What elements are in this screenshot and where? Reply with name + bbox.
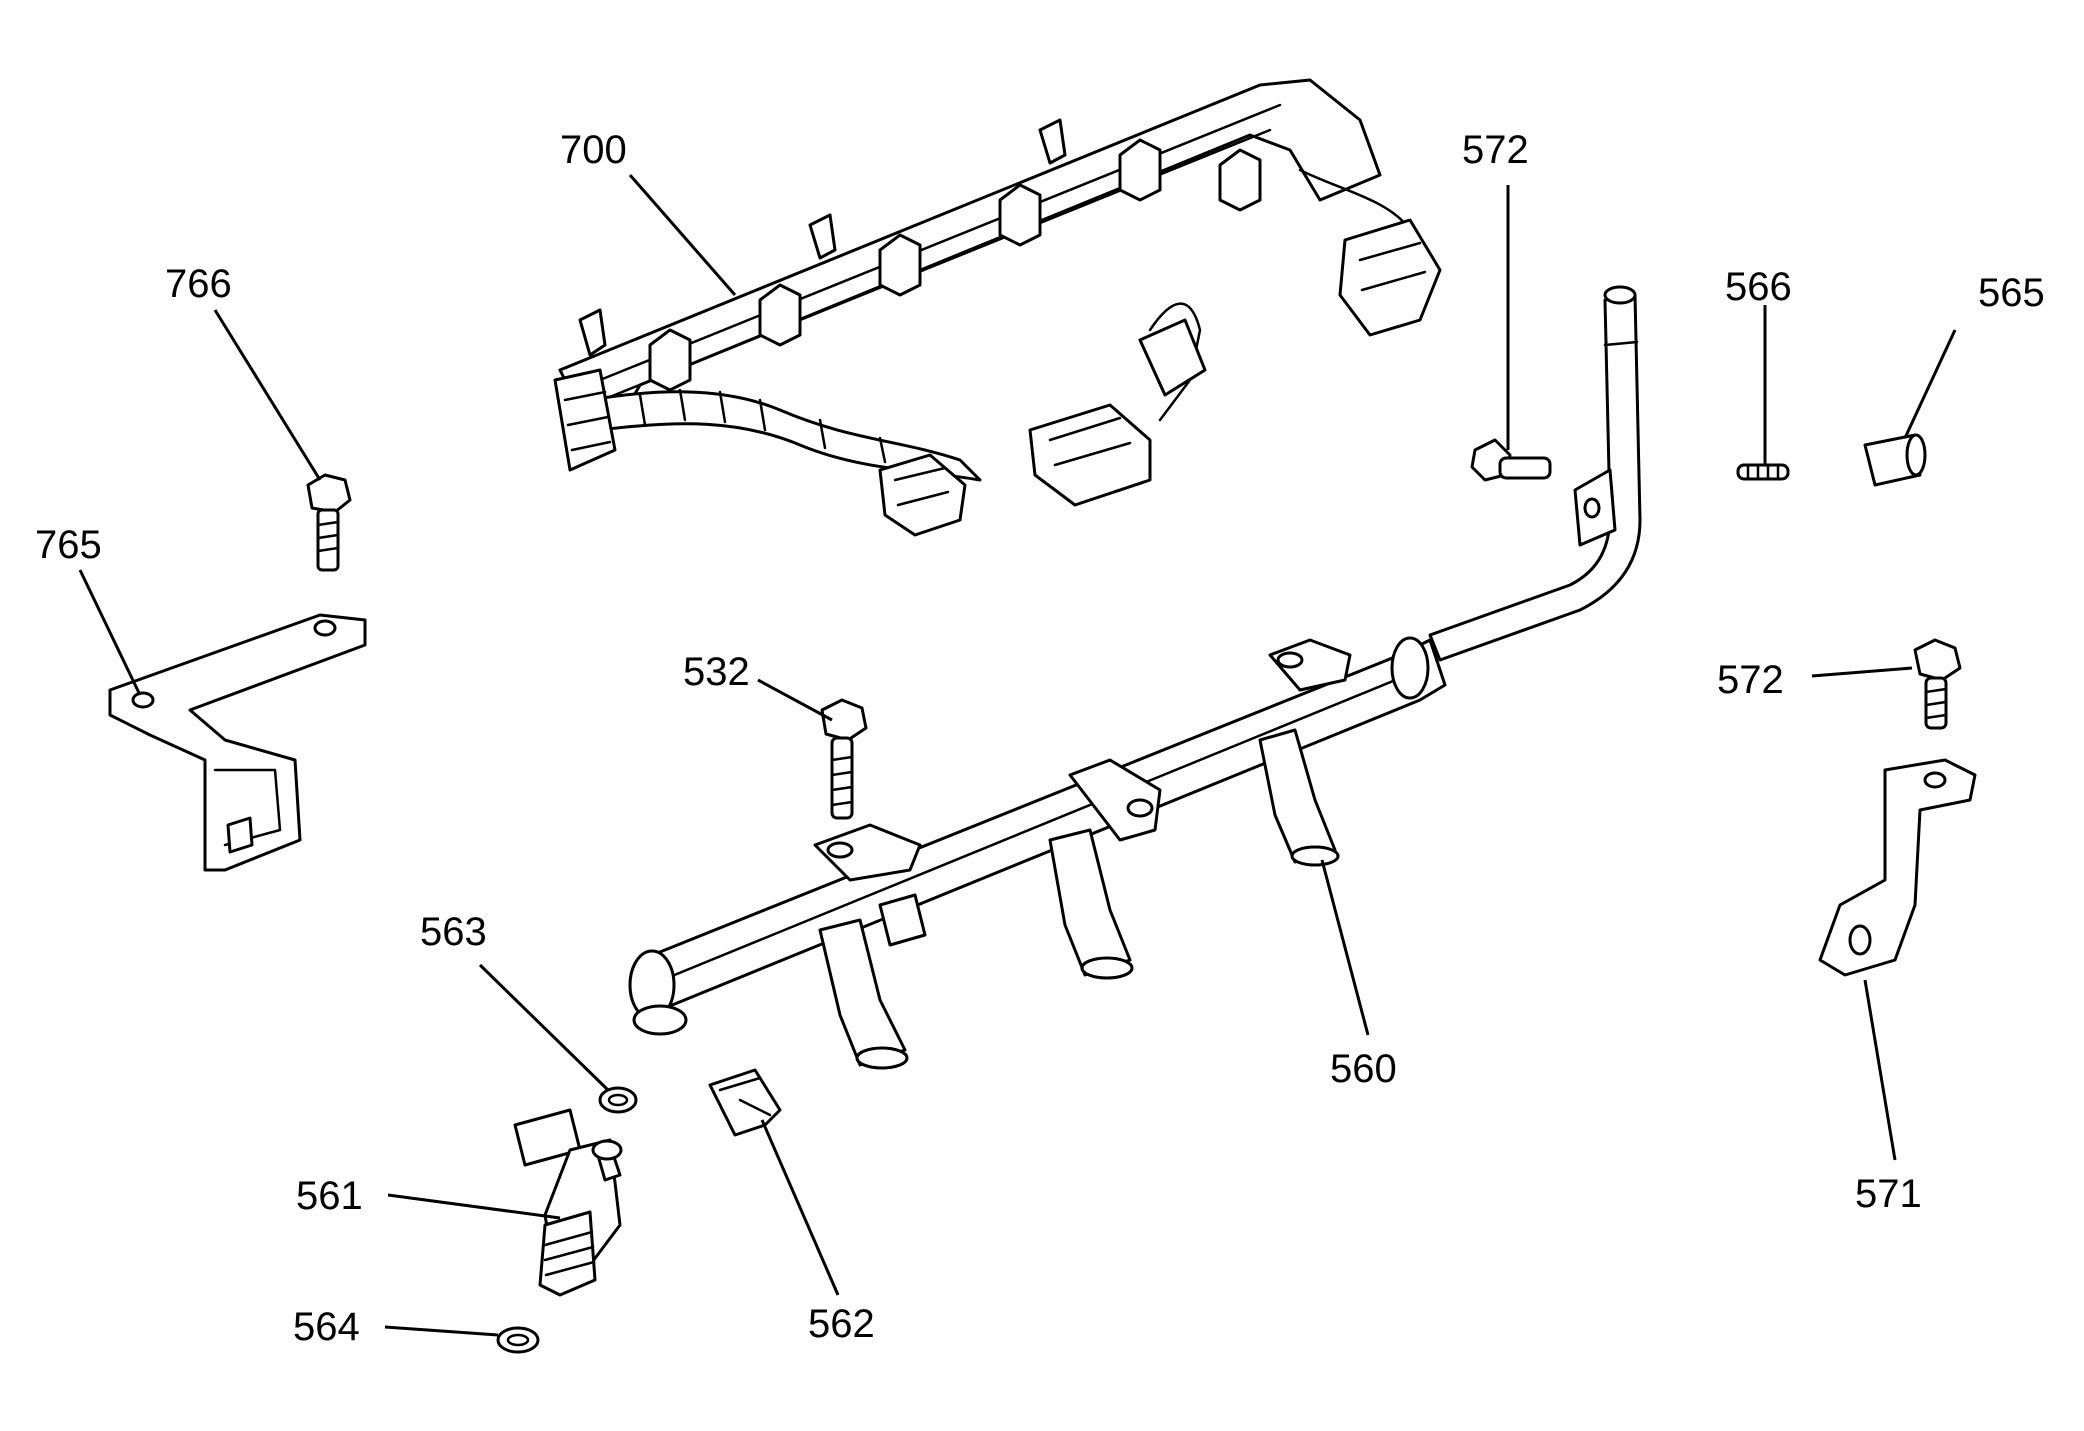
part-565-cap xyxy=(1863,433,1927,487)
part-564-o-ring xyxy=(496,1326,540,1354)
part-572-top-bolt xyxy=(1470,438,1552,482)
part-562-clip xyxy=(708,1068,782,1137)
leader-lines xyxy=(78,174,1957,1337)
part-572-right-bolt xyxy=(1913,638,1962,730)
leader-765 xyxy=(78,569,142,696)
leader-571 xyxy=(1863,979,1897,1161)
leader-532 xyxy=(757,678,833,722)
leader-565 xyxy=(1903,329,1957,439)
leader-561 xyxy=(387,1193,561,1220)
label-532: 532 xyxy=(683,650,750,694)
part-700-wiring-harness xyxy=(553,78,1442,537)
part-563-o-ring xyxy=(598,1086,638,1114)
label-565: 565 xyxy=(1978,271,2045,315)
part-765-bracket xyxy=(108,613,367,872)
label-572-top: 572 xyxy=(1462,128,1529,172)
label-562: 562 xyxy=(808,1302,875,1346)
label-700: 700 xyxy=(560,128,627,172)
leader-766 xyxy=(213,309,322,481)
label-765: 765 xyxy=(35,523,102,567)
label-564: 564 xyxy=(293,1305,360,1349)
label-572-right: 572 xyxy=(1717,658,1784,702)
leader-560 xyxy=(1320,859,1370,1036)
part-560-fuel-rail xyxy=(628,285,1642,1070)
part-571-bracket xyxy=(1818,758,1977,977)
leader-700 xyxy=(628,174,737,296)
callout-labels: 700 572 766 566 565 765 532 572 563 560 … xyxy=(35,128,2045,1349)
part-766-bolt xyxy=(306,473,352,572)
label-563: 563 xyxy=(420,910,487,954)
label-766: 766 xyxy=(165,262,232,306)
label-561: 561 xyxy=(296,1174,363,1218)
part-561-fuel-injector xyxy=(513,1108,623,1297)
leader-564 xyxy=(384,1325,499,1337)
leader-562 xyxy=(760,1119,840,1296)
part-532-bolt xyxy=(820,698,868,820)
label-571: 571 xyxy=(1855,1172,1922,1216)
label-560: 560 xyxy=(1330,1047,1397,1091)
part-566-seal xyxy=(1736,463,1790,481)
leader-572-right xyxy=(1811,666,1913,678)
label-566: 566 xyxy=(1725,265,1792,309)
leader-563 xyxy=(478,963,610,1092)
